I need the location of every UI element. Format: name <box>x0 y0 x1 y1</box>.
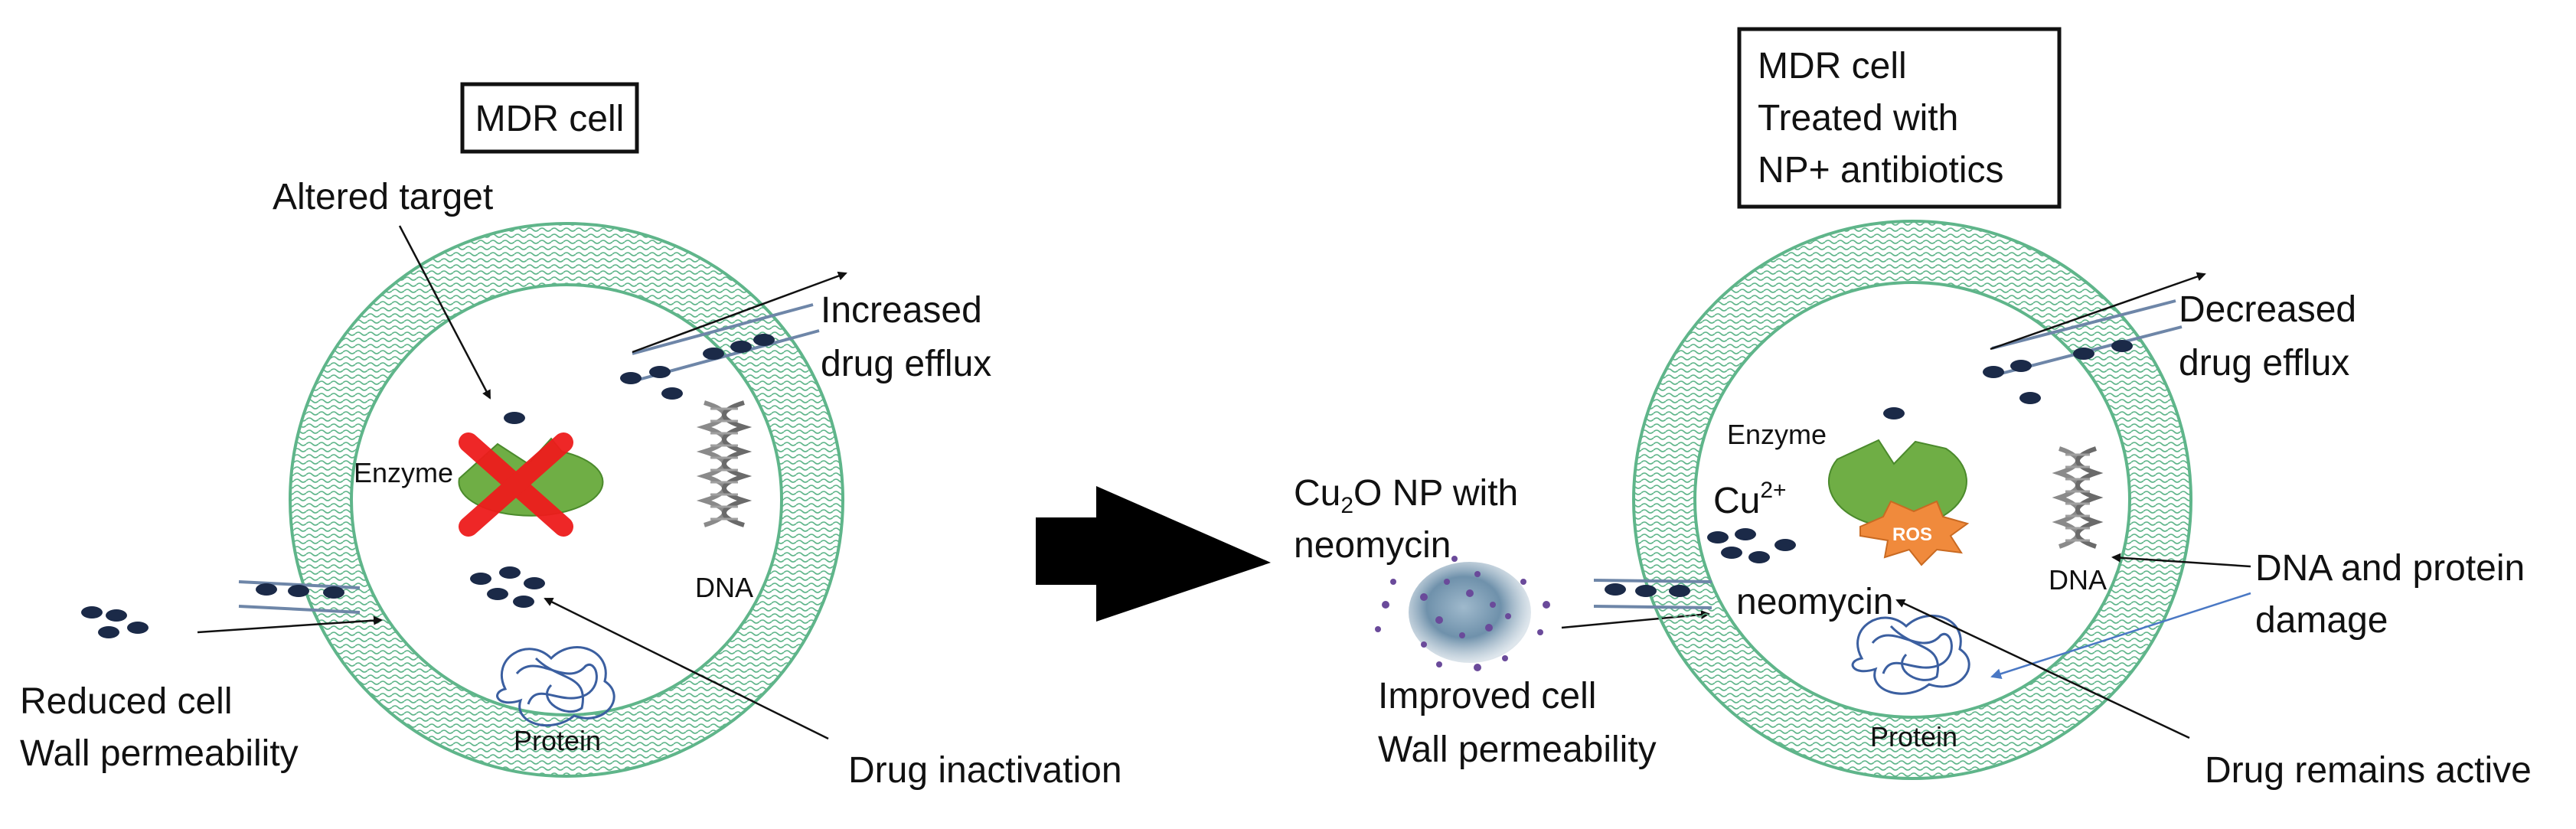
improved-permeability-line2: Wall permeability <box>1378 729 1657 770</box>
right-efflux-drugs <box>1983 360 2041 404</box>
right-title-line2: Treated with <box>1758 98 1958 139</box>
right-protein-label: Protein <box>1870 721 1957 752</box>
decreased-efflux-line2: drug efflux <box>2179 343 2349 383</box>
left-dna-icon <box>696 400 753 527</box>
altered-target-arrow <box>398 225 491 400</box>
nanoparticle-icon <box>1375 556 1550 671</box>
nanoparticle-label-line2: neomycin <box>1294 525 1451 566</box>
drug-molecule <box>504 412 525 424</box>
right-panel: MDR cell Treated with NP+ antibiotics De… <box>1593 27 2532 791</box>
reduced-permeability-line2: Wall permeability <box>20 733 299 774</box>
left-dna-label: DNA <box>695 572 753 603</box>
drug-molecule <box>1883 407 1905 419</box>
improved-permeability-line1: Improved cell <box>1378 676 1596 716</box>
drug-molecule <box>753 334 775 346</box>
drug-molecule <box>730 341 752 353</box>
reduced-permeability-arrow <box>197 615 383 634</box>
right-efflux-channel <box>1990 272 2206 376</box>
left-protein-icon <box>496 646 615 727</box>
reduced-permeability-line1: Reduced cell <box>20 681 233 722</box>
left-protein-label: Protein <box>514 725 601 756</box>
left-efflux-channel <box>632 271 847 381</box>
dna-damage-arrow <box>2111 553 2251 568</box>
decreased-efflux-line1: Decreased <box>2179 289 2356 330</box>
cu-ion-label: Cu2+ <box>1713 478 1787 521</box>
drug-active-arrow <box>1895 599 2190 739</box>
ros-burst-icon: ROS <box>1859 500 1970 566</box>
left-panel: MDR cell Altered target Increased drug e… <box>20 82 1122 791</box>
drug-inactivation-arrow <box>544 597 829 740</box>
altered-target-label: Altered target <box>273 177 493 217</box>
nanoparticle-group: Cu2O NP with neomycin Improved cell Wall… <box>1294 473 1710 770</box>
right-enzyme-label: Enzyme <box>1727 419 1827 450</box>
left-cell-membrane <box>289 222 844 778</box>
drug-inactivation-label: Drug inactivation <box>848 750 1122 791</box>
right-protein-icon <box>1851 614 1970 695</box>
left-efflux-drugs <box>620 366 683 400</box>
drug-molecule <box>703 348 724 360</box>
neomycin-label: neomycin <box>1736 582 1893 622</box>
right-drug-cluster <box>1707 528 1796 563</box>
ros-label: ROS <box>1892 524 1932 545</box>
drug-remains-active-label: Drug remains active <box>2205 750 2532 791</box>
inactivated-drugs <box>470 566 545 608</box>
left-title-box: MDR cell <box>460 82 639 154</box>
transition-arrow-icon <box>1036 486 1271 622</box>
right-title-line3: NP+ antibiotics <box>1758 150 2004 191</box>
right-dna-icon <box>2052 446 2104 549</box>
red-cross-icon <box>459 432 573 537</box>
right-title-box: MDR cell Treated with NP+ antibiotics <box>1737 27 2062 209</box>
damage-line1: DNA and protein <box>2255 548 2525 589</box>
right-porin-channel <box>1593 579 1712 609</box>
damage-line2: damage <box>2255 600 2388 641</box>
left-porin-channel <box>238 580 361 614</box>
right-dna-label: DNA <box>2049 564 2107 596</box>
protein-damage-arrow <box>1990 592 2251 679</box>
right-title-line1: MDR cell <box>1758 46 1907 86</box>
left-title: MDR cell <box>475 99 625 139</box>
nanoparticle-label-line1: Cu2O NP with <box>1294 473 1518 518</box>
right-cell-membrane <box>1632 220 2192 780</box>
left-outside-drugs <box>81 606 149 638</box>
increased-efflux-line1: Increased <box>821 290 982 331</box>
increased-efflux-line2: drug efflux <box>821 344 991 384</box>
left-enzyme-label: Enzyme <box>354 457 453 488</box>
